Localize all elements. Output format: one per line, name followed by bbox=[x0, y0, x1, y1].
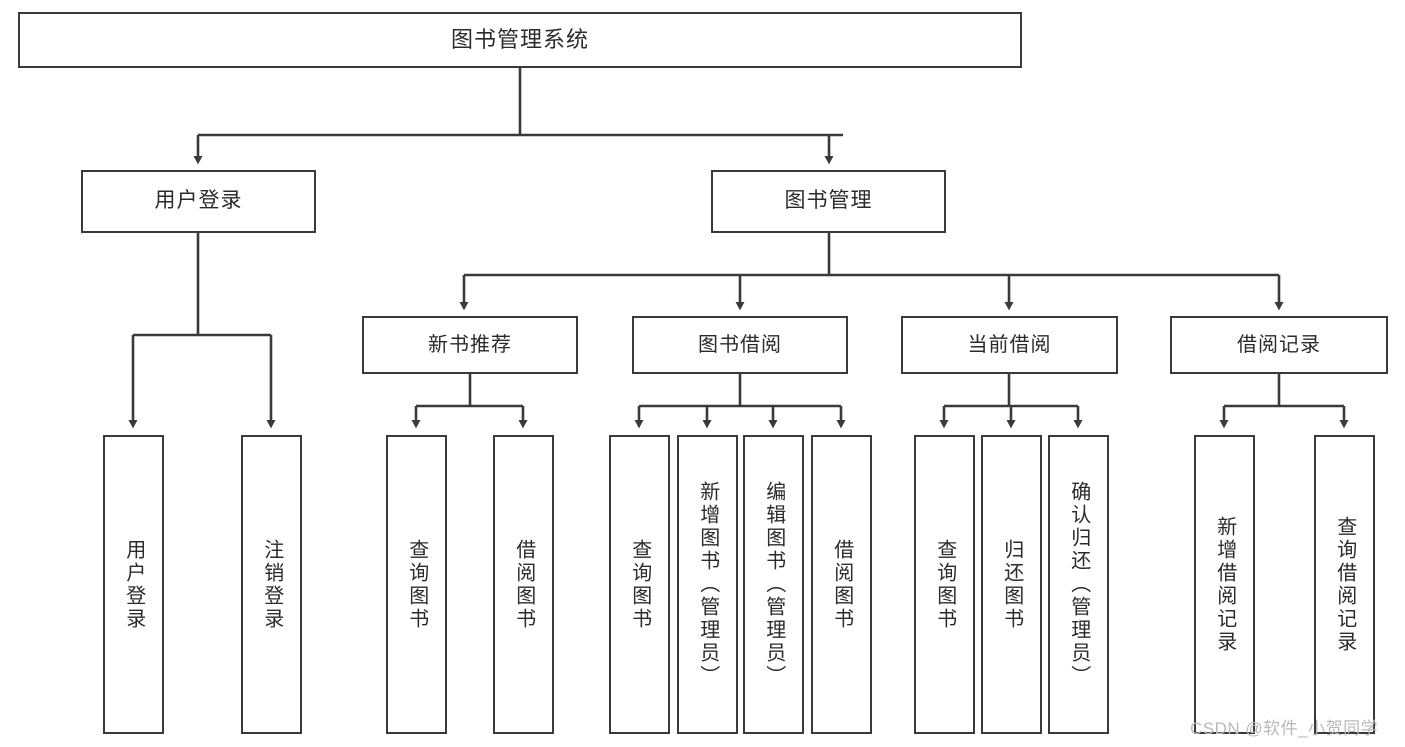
leaf-add-borrow-record[interactable]: 新增借阅记录 bbox=[1194, 435, 1255, 734]
leaf-edit-book-admin[interactable]: 编辑图书（管理员） bbox=[743, 435, 804, 734]
node-book-management[interactable]: 图书管理 bbox=[711, 170, 946, 233]
node-label: 用户登录 bbox=[154, 189, 243, 213]
node-book-borrow[interactable]: 图书借阅 bbox=[632, 316, 848, 374]
leaf-query-book-current[interactable]: 查询图书 bbox=[914, 435, 975, 734]
node-label: 新增图书（管理员） bbox=[696, 481, 719, 688]
node-label: 查询图书 bbox=[628, 538, 651, 631]
leaf-add-book-admin[interactable]: 新增图书（管理员） bbox=[677, 435, 738, 734]
leaf-user-login[interactable]: 用户登录 bbox=[103, 435, 164, 734]
leaf-logout[interactable]: 注销登录 bbox=[241, 435, 302, 734]
leaf-borrow-book[interactable]: 借阅图书 bbox=[811, 435, 872, 734]
node-current-borrow[interactable]: 当前借阅 bbox=[901, 316, 1118, 374]
node-borrow-record[interactable]: 借阅记录 bbox=[1170, 316, 1388, 374]
node-label: 用户登录 bbox=[122, 538, 145, 631]
node-label: 借阅图书 bbox=[830, 538, 853, 631]
node-label: 图书管理 bbox=[784, 189, 873, 213]
leaf-return-book[interactable]: 归还图书 bbox=[981, 435, 1042, 734]
node-label: 确认归还（管理员） bbox=[1067, 481, 1090, 688]
leaf-borrow-book-recommend[interactable]: 借阅图书 bbox=[493, 435, 554, 734]
node-label: 新增借阅记录 bbox=[1213, 515, 1236, 654]
node-label: 新书推荐 bbox=[428, 333, 512, 356]
node-label: 图书借阅 bbox=[698, 333, 782, 356]
leaf-query-book-recommend[interactable]: 查询图书 bbox=[386, 435, 447, 734]
node-label: 图书管理系统 bbox=[450, 27, 589, 53]
leaf-confirm-return-admin[interactable]: 确认归还（管理员） bbox=[1048, 435, 1109, 734]
node-label: 当前借阅 bbox=[967, 333, 1052, 356]
node-label: 注销登录 bbox=[260, 538, 283, 631]
node-new-book-recommend[interactable]: 新书推荐 bbox=[362, 316, 578, 374]
node-label: 查询图书 bbox=[405, 538, 428, 631]
node-label: 查询借阅记录 bbox=[1333, 515, 1356, 654]
node-label: 编辑图书（管理员） bbox=[762, 481, 785, 688]
node-user-login[interactable]: 用户登录 bbox=[81, 170, 316, 233]
node-root-book-management-system[interactable]: 图书管理系统 bbox=[18, 12, 1022, 68]
node-label: 查询图书 bbox=[933, 538, 956, 631]
leaf-query-book-borrow[interactable]: 查询图书 bbox=[609, 435, 670, 734]
watermark: CSDN @软件_小贺同学 bbox=[1190, 719, 1379, 738]
leaf-query-borrow-record[interactable]: 查询借阅记录 bbox=[1314, 435, 1375, 734]
node-label: 借阅图书 bbox=[512, 538, 535, 631]
node-label: 借阅记录 bbox=[1237, 333, 1321, 356]
node-label: 归还图书 bbox=[1000, 538, 1023, 631]
